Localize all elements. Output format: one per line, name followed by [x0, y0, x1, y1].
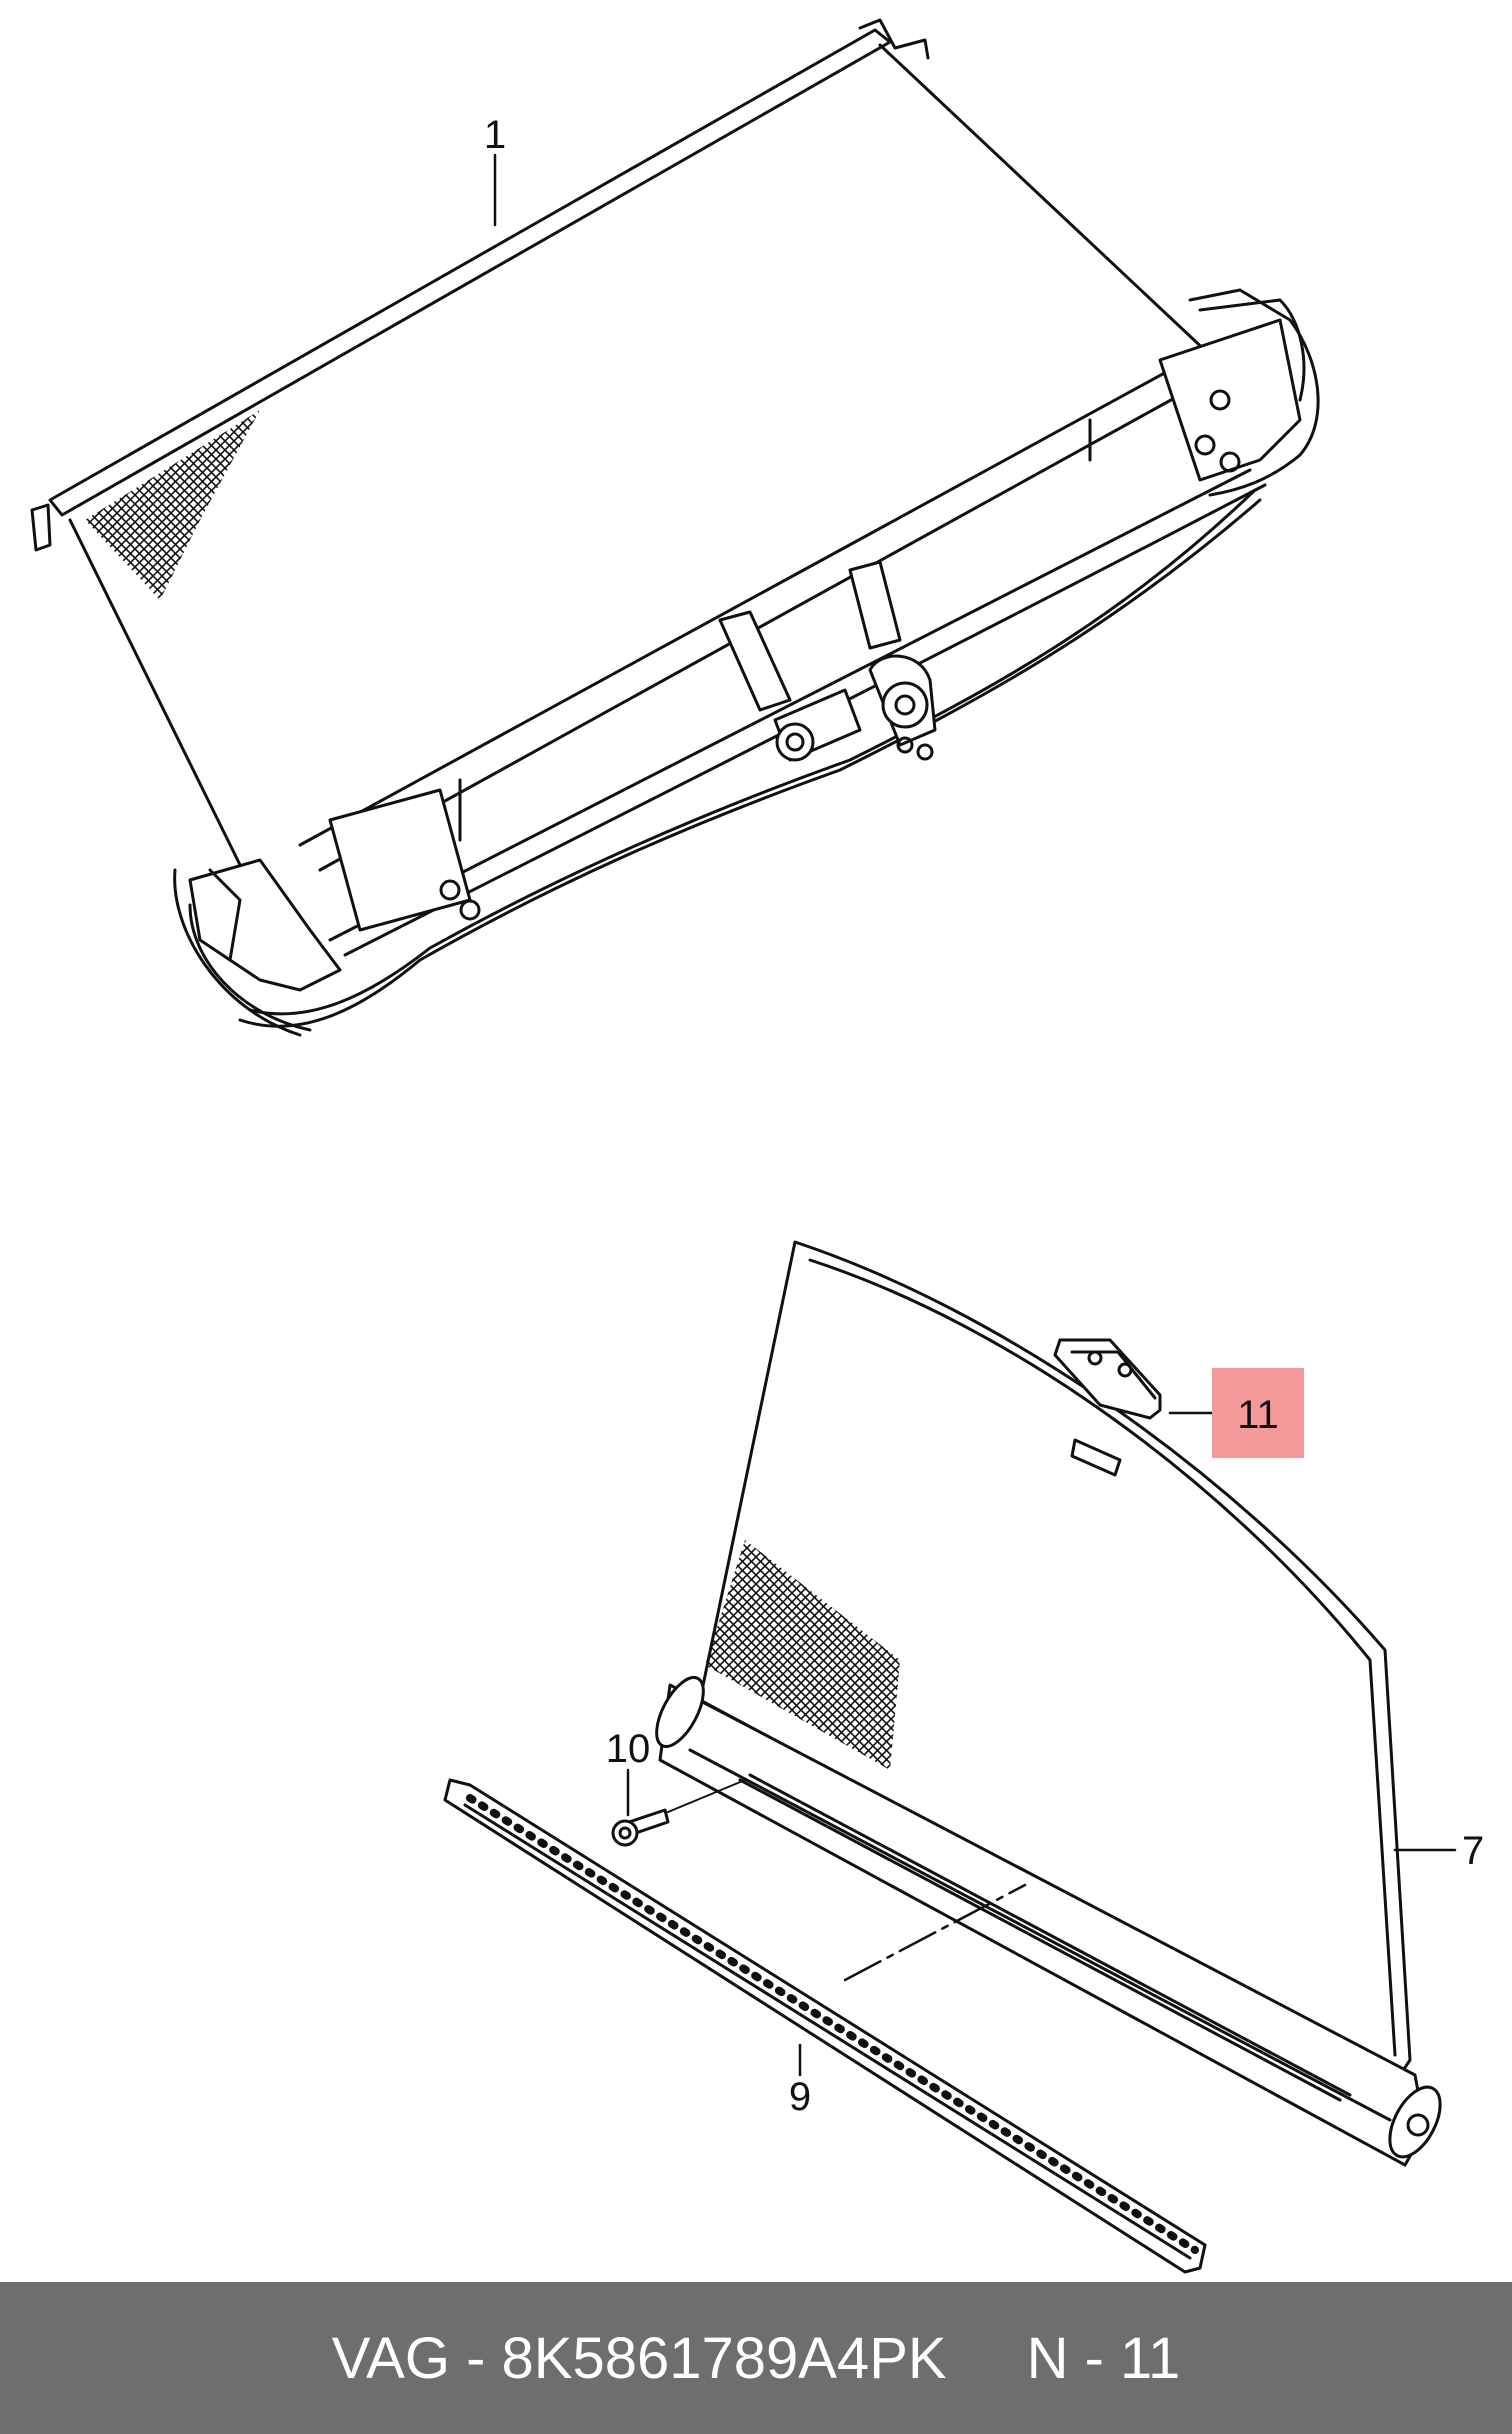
callout-10: 10: [606, 1727, 651, 1771]
part-number-label: VAG - 8K5861789A4PK: [331, 2325, 947, 2391]
reference-label: N - 11: [1026, 2325, 1181, 2391]
sunblind-motor-assembly: [30, 18, 1320, 1037]
callout-7: 7: [1462, 1829, 1484, 1873]
door-sunblind-assembly: [443, 1240, 1457, 2274]
callout-11: 11: [1237, 1393, 1279, 1437]
highlight-box: [1212, 1368, 1304, 1458]
callout-9: 9: [789, 2075, 811, 2119]
parts-diagram: 1 7 9 10 11: [30, 18, 1484, 2274]
footer-bar: VAG - 8K5861789A4PK N - 11: [0, 2282, 1512, 2434]
callout-1: 1: [484, 113, 506, 157]
